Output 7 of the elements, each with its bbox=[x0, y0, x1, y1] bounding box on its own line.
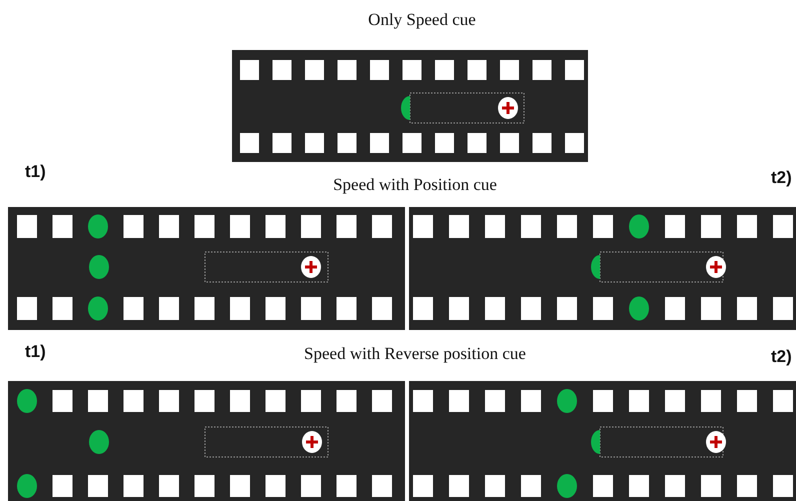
time-step-label: t2) bbox=[771, 346, 792, 368]
section-title: Speed with Position cue bbox=[333, 174, 497, 196]
section-title: Only Speed cue bbox=[368, 9, 476, 31]
time-step-label: t1) bbox=[25, 341, 46, 363]
section-title: Speed with Reverse position cue bbox=[304, 343, 526, 365]
time-step-label: t2) bbox=[771, 167, 792, 189]
time-step-label: t1) bbox=[25, 161, 46, 183]
